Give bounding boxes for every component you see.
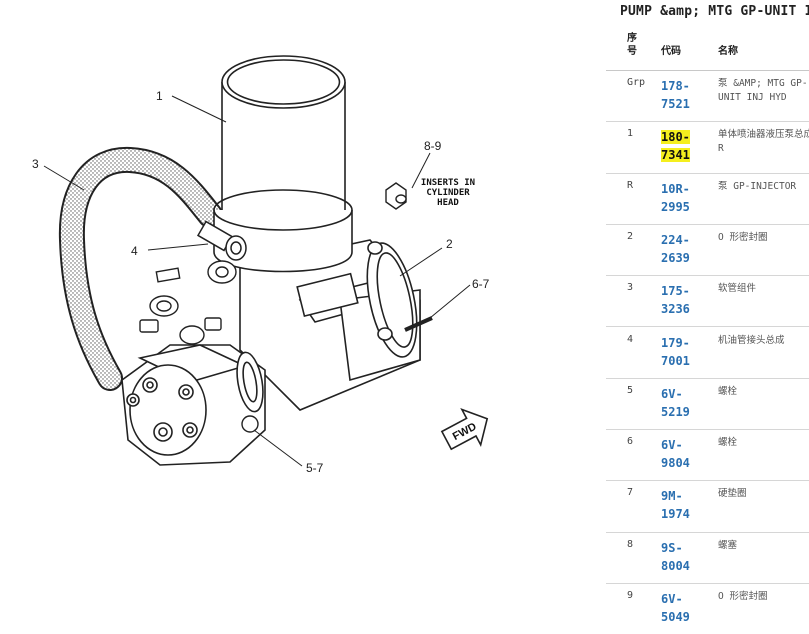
- part-number-link[interactable]: 175- 3236: [661, 282, 697, 318]
- part-number-segment: 6V-: [661, 438, 683, 453]
- part-number-segment: 1974: [661, 507, 690, 522]
- part-number-segment: 175-: [661, 284, 690, 299]
- header-part-code: 代码: [661, 46, 681, 57]
- item-number: 2: [627, 230, 634, 242]
- exploded-parts-diagram: 1 3 4 2 6-7 5-7 8-9 INSERTS IN CYLINDER …: [32, 55, 490, 475]
- part-number-link[interactable]: 180- 7341: [661, 128, 697, 164]
- part-number-segment: 9S-: [661, 540, 683, 555]
- item-number: R: [627, 179, 634, 191]
- parts-table-header: 序 号 代码 名称: [606, 26, 809, 71]
- part-number-segment: 224-: [661, 232, 690, 247]
- small-fittings: [139, 260, 259, 433]
- stud: [404, 316, 433, 332]
- callout-6-7: 6-7: [472, 277, 490, 291]
- part-name: 单体喷油器液压泵总成 R: [718, 129, 809, 155]
- filter-cylinder: [213, 55, 353, 273]
- leader-lines: [43, 95, 471, 467]
- callout-3: 3: [32, 157, 39, 171]
- header-item-no: 序 号: [627, 32, 637, 58]
- item-number: 6: [627, 436, 634, 448]
- part-name: 机油管接头总成: [718, 334, 785, 346]
- part-number-link[interactable]: 10R- 2995: [661, 180, 697, 216]
- callout-5-7: 5-7: [306, 461, 324, 475]
- callout-4: 4: [131, 244, 138, 258]
- item-number: 8: [627, 538, 634, 550]
- item-number: 9: [627, 590, 634, 601]
- header-item-no-line-2: 号: [627, 46, 637, 57]
- part-number-segment: 6V-: [661, 386, 683, 401]
- item-number: 5: [627, 384, 634, 396]
- part-number-segment: 2995: [661, 199, 690, 214]
- table-row: 3 175- 3236 软管组件: [606, 275, 809, 328]
- parts-list-title: PUMP &amp; MTG GP-UNIT IN: [620, 4, 809, 19]
- table-row: 5 6V- 5219 螺栓: [606, 378, 809, 431]
- part-number-link[interactable]: 179- 7001: [661, 334, 697, 370]
- part-number-segment: 2639: [661, 250, 690, 265]
- part-number-link[interactable]: 9S- 8004: [661, 539, 697, 575]
- part-number-link[interactable]: 6V- 5219: [661, 385, 697, 421]
- table-row: Grp 178- 7521 泵 &AMP; MTG GP-UNIT INJ HYD: [606, 70, 809, 123]
- header-part-name: 名称: [718, 46, 738, 57]
- table-row: 1 180- 7341 单体喷油器液压泵总成 R: [606, 121, 809, 174]
- part-number-segment: 8004: [661, 558, 690, 573]
- part-number-link[interactable]: 9M- 1974: [661, 487, 697, 523]
- table-row: 7 9M- 1974 硬垫圈: [606, 480, 809, 533]
- table-row: 4 179- 7001 机油管接头总成: [606, 327, 809, 379]
- part-number-link[interactable]: 6V- 5049: [661, 590, 697, 626]
- item-number: 3: [627, 282, 634, 294]
- part-number-segment: 9M-: [661, 489, 683, 504]
- part-number-segment: 7521: [661, 97, 690, 111]
- callout-1: 1: [156, 89, 163, 103]
- part-number-segment: 5049: [661, 610, 690, 624]
- inserts-note-line-3: HEAD: [437, 198, 459, 208]
- callout-2: 2: [446, 237, 453, 251]
- part-number-segment: 7001: [661, 353, 690, 368]
- part-name: 泵 GP-INJECTOR: [718, 180, 797, 192]
- part-number-link[interactable]: 6V- 9804: [661, 436, 697, 472]
- table-row: 6 6V- 9804 螺栓: [606, 429, 809, 482]
- part-name: 硬垫圈: [718, 488, 747, 500]
- part-number-link[interactable]: 224- 2639: [661, 231, 697, 267]
- parts-list-panel: PUMP &amp; MTG GP-UNIT IN 序 号 代码 名称 Grp 1…: [606, 0, 809, 634]
- table-row: 9 6V- 5049 O 形密封圈: [606, 583, 809, 634]
- oil-line-fitting: [196, 220, 247, 261]
- inserts-note-line-2: CYLINDER: [426, 188, 470, 198]
- part-name: 螺塞: [718, 539, 738, 551]
- part-number-segment: 179-: [661, 335, 690, 350]
- fwd-arrow-icon: FWD: [440, 408, 489, 451]
- part-name: 泵 &AMP; MTG GP-UNIT INJ HYD: [718, 78, 808, 103]
- part-number-segment: 10R-: [661, 181, 690, 196]
- part-number-link[interactable]: 178- 7521: [661, 77, 697, 113]
- item-number: 7: [627, 487, 634, 499]
- part-name: 螺栓: [718, 385, 738, 397]
- table-row: 2 224- 2639 O 形密封圈: [606, 224, 809, 277]
- part-number-segment: 180-: [661, 130, 690, 145]
- item-number: 4: [627, 333, 634, 345]
- item-number: 1: [627, 128, 634, 140]
- part-name: 螺栓: [718, 437, 738, 449]
- header-item-no-line-1: 序: [627, 33, 637, 44]
- item-number: Grp: [627, 77, 646, 88]
- callout-8-9: 8-9: [424, 139, 442, 153]
- part-name: O 形密封圈: [718, 591, 768, 602]
- part-number-segment: 5219: [661, 404, 690, 419]
- part-name: O 形密封圈: [718, 231, 768, 243]
- table-row: R 10R- 2995 泵 GP-INJECTOR: [606, 173, 809, 225]
- table-row: 8 9S- 8004 螺塞: [606, 532, 809, 584]
- inserts-note-line-1: INSERTS IN: [421, 178, 475, 188]
- part-number-segment: 6V-: [661, 592, 683, 606]
- plug-fitting: [385, 182, 407, 210]
- part-number-segment: 9804: [661, 456, 690, 471]
- part-number-segment: 7341: [661, 148, 690, 163]
- front-gear-housing: [121, 344, 266, 466]
- part-number-segment: 178-: [661, 79, 690, 93]
- pump-illustration: 1 3 4 2 6-7 5-7 8-9 INSERTS IN CYLINDER …: [32, 55, 490, 475]
- part-number-segment: 3236: [661, 302, 690, 317]
- part-name: 软管组件: [718, 283, 757, 295]
